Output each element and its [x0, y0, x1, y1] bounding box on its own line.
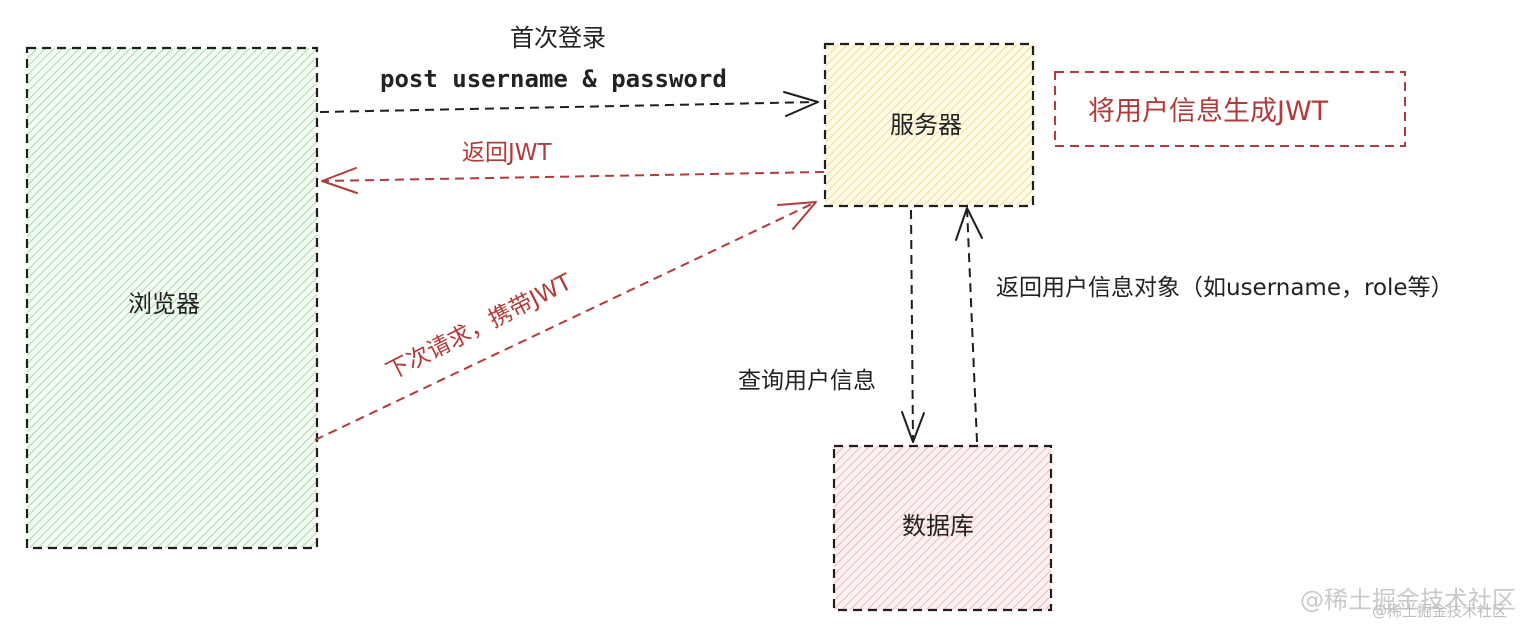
first-login-arrow	[319, 91, 819, 117]
server-box	[823, 42, 1035, 208]
query-user-label: 查询用户信息	[738, 368, 876, 394]
jwt-note-label: 将用户信息生成JWT	[1088, 96, 1329, 127]
browser-box	[25, 46, 319, 550]
browser-label: 浏览器	[128, 290, 200, 318]
database-label: 数据库	[902, 512, 974, 540]
query-user-arrow	[901, 209, 925, 443]
watermark-main: @稀土掘金技术社区	[1300, 586, 1516, 614]
return-user-arrow	[955, 207, 983, 443]
next-request-arrow	[314, 201, 817, 441]
return-jwt-arrow	[321, 167, 825, 194]
jwt-note-box	[1054, 71, 1406, 147]
server-label: 服务器	[890, 111, 962, 139]
return-jwt-label: 返回JWT	[462, 140, 552, 166]
first-login-title: 首次登录	[510, 24, 606, 52]
return-user-label: 返回用户信息对象（如username，role等）	[996, 275, 1454, 301]
first-login-payload: post username & password	[380, 65, 727, 93]
database-box	[832, 444, 1053, 612]
watermark-secondary: @稀土掘金技术社区	[1372, 602, 1508, 620]
